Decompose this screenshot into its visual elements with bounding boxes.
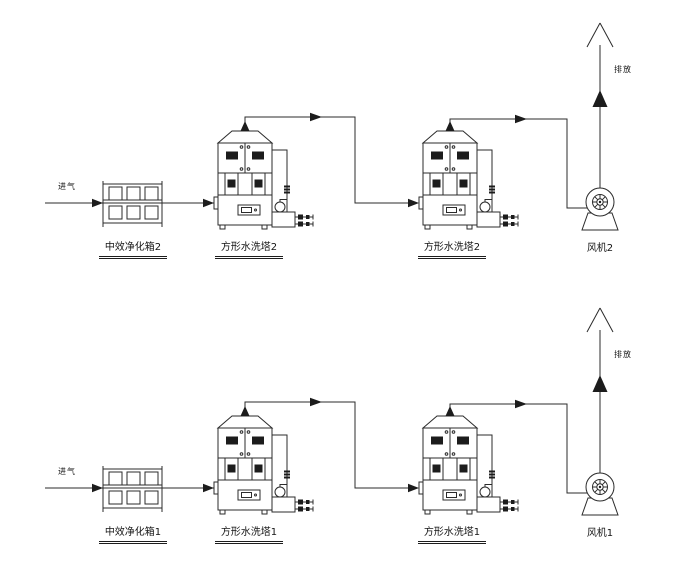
tower-a-label: 方形水洗塔1 [215,527,283,544]
exhaust-label: 排放 [614,350,632,359]
fan-label: 风机2 [586,243,614,254]
tower-b-label: 方形水洗塔1 [418,527,486,544]
process-line-1 [45,308,618,515]
filter-label: 中效净化箱2 [99,242,167,259]
inlet-label: 进气 [58,182,76,191]
exhaust-label: 排放 [614,65,632,74]
inlet-label: 进气 [58,467,76,476]
fan-label: 风机1 [586,528,614,539]
tower-a-label: 方形水洗塔2 [215,242,283,259]
filter-label: 中效净化箱1 [99,527,167,544]
process-line-2 [45,23,618,230]
tower-b-label: 方形水洗塔2 [418,242,486,259]
